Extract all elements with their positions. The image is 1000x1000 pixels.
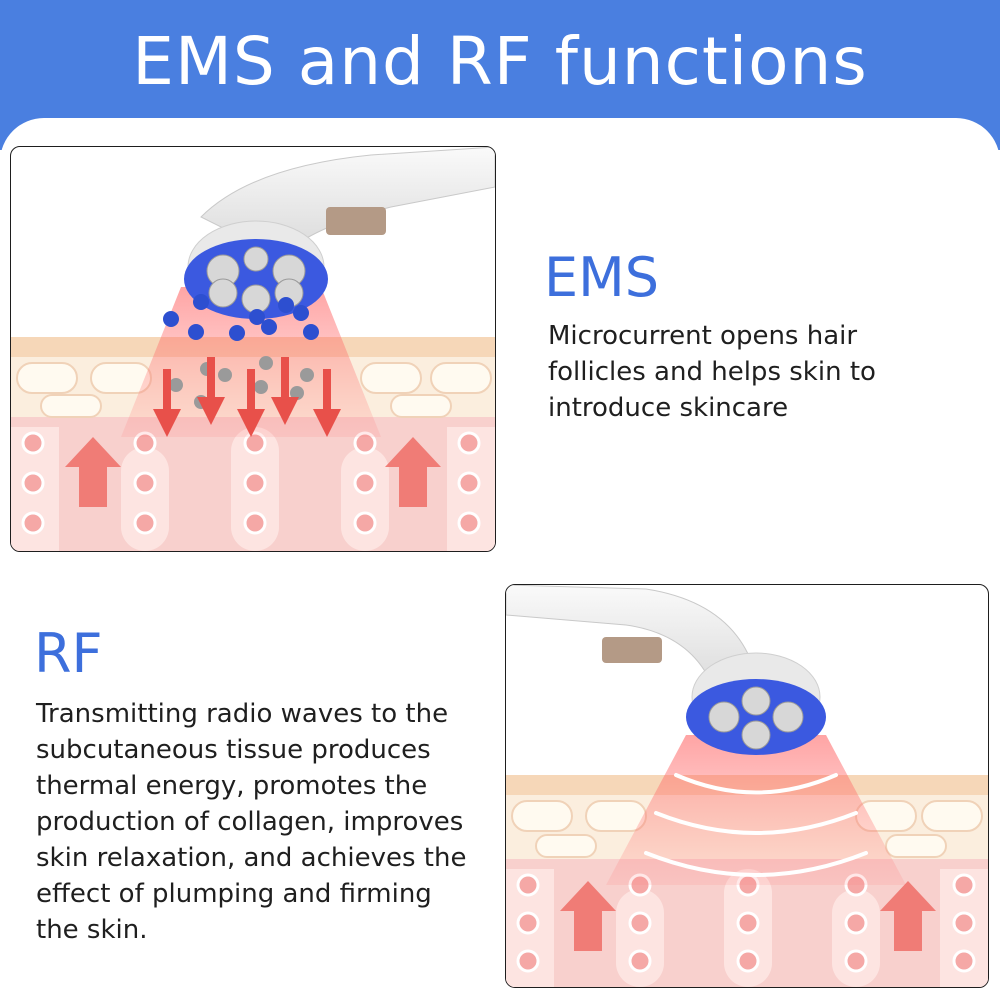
rf-skin-diagram: [506, 585, 988, 987]
ems-heading: EMS: [544, 246, 659, 309]
ems-line-2: follicles and helps skin to: [548, 357, 876, 387]
down-arrows: [153, 357, 341, 437]
rf-heading: RF: [34, 622, 103, 685]
energy-beam: [121, 287, 381, 437]
page-title: EMS and RF functions: [132, 23, 868, 100]
device-window: [602, 637, 662, 663]
energy-beam: [606, 735, 906, 885]
cell-row: [511, 800, 983, 858]
ems-line-3: introduce skincare: [548, 393, 789, 423]
ems-illustration-panel: [10, 146, 496, 552]
negative-ions: [163, 294, 319, 341]
rf-line-1: Transmitting radio waves to the: [36, 699, 449, 729]
rf-line-4: production of collagen, improves: [36, 807, 464, 837]
radio-waves: [644, 773, 868, 877]
electrode-balls: [708, 686, 804, 750]
fat-cells: [21, 431, 481, 535]
cell-row: [16, 362, 492, 418]
up-arrows: [65, 437, 441, 507]
electrode-balls: [206, 246, 306, 314]
rf-line-6: effect of plumping and firming: [36, 879, 432, 909]
led-ring: [686, 679, 826, 755]
rf-description: Transmitting radio waves to the subcutan…: [36, 696, 466, 948]
ems-line-1: Microcurrent opens hair: [548, 321, 858, 351]
ems-skin-diagram: [11, 147, 495, 551]
ems-description: Microcurrent opens hair follicles and he…: [548, 318, 876, 426]
rf-illustration-panel: [505, 584, 989, 988]
up-arrows: [560, 881, 936, 951]
device-window: [326, 207, 386, 235]
rf-line-7: the skin.: [36, 915, 148, 945]
rf-line-5: skin relaxation, and achieves the: [36, 843, 467, 873]
rf-line-2: subcutaneous tissue produces: [36, 735, 431, 765]
rf-line-3: thermal energy, promotes the: [36, 771, 428, 801]
